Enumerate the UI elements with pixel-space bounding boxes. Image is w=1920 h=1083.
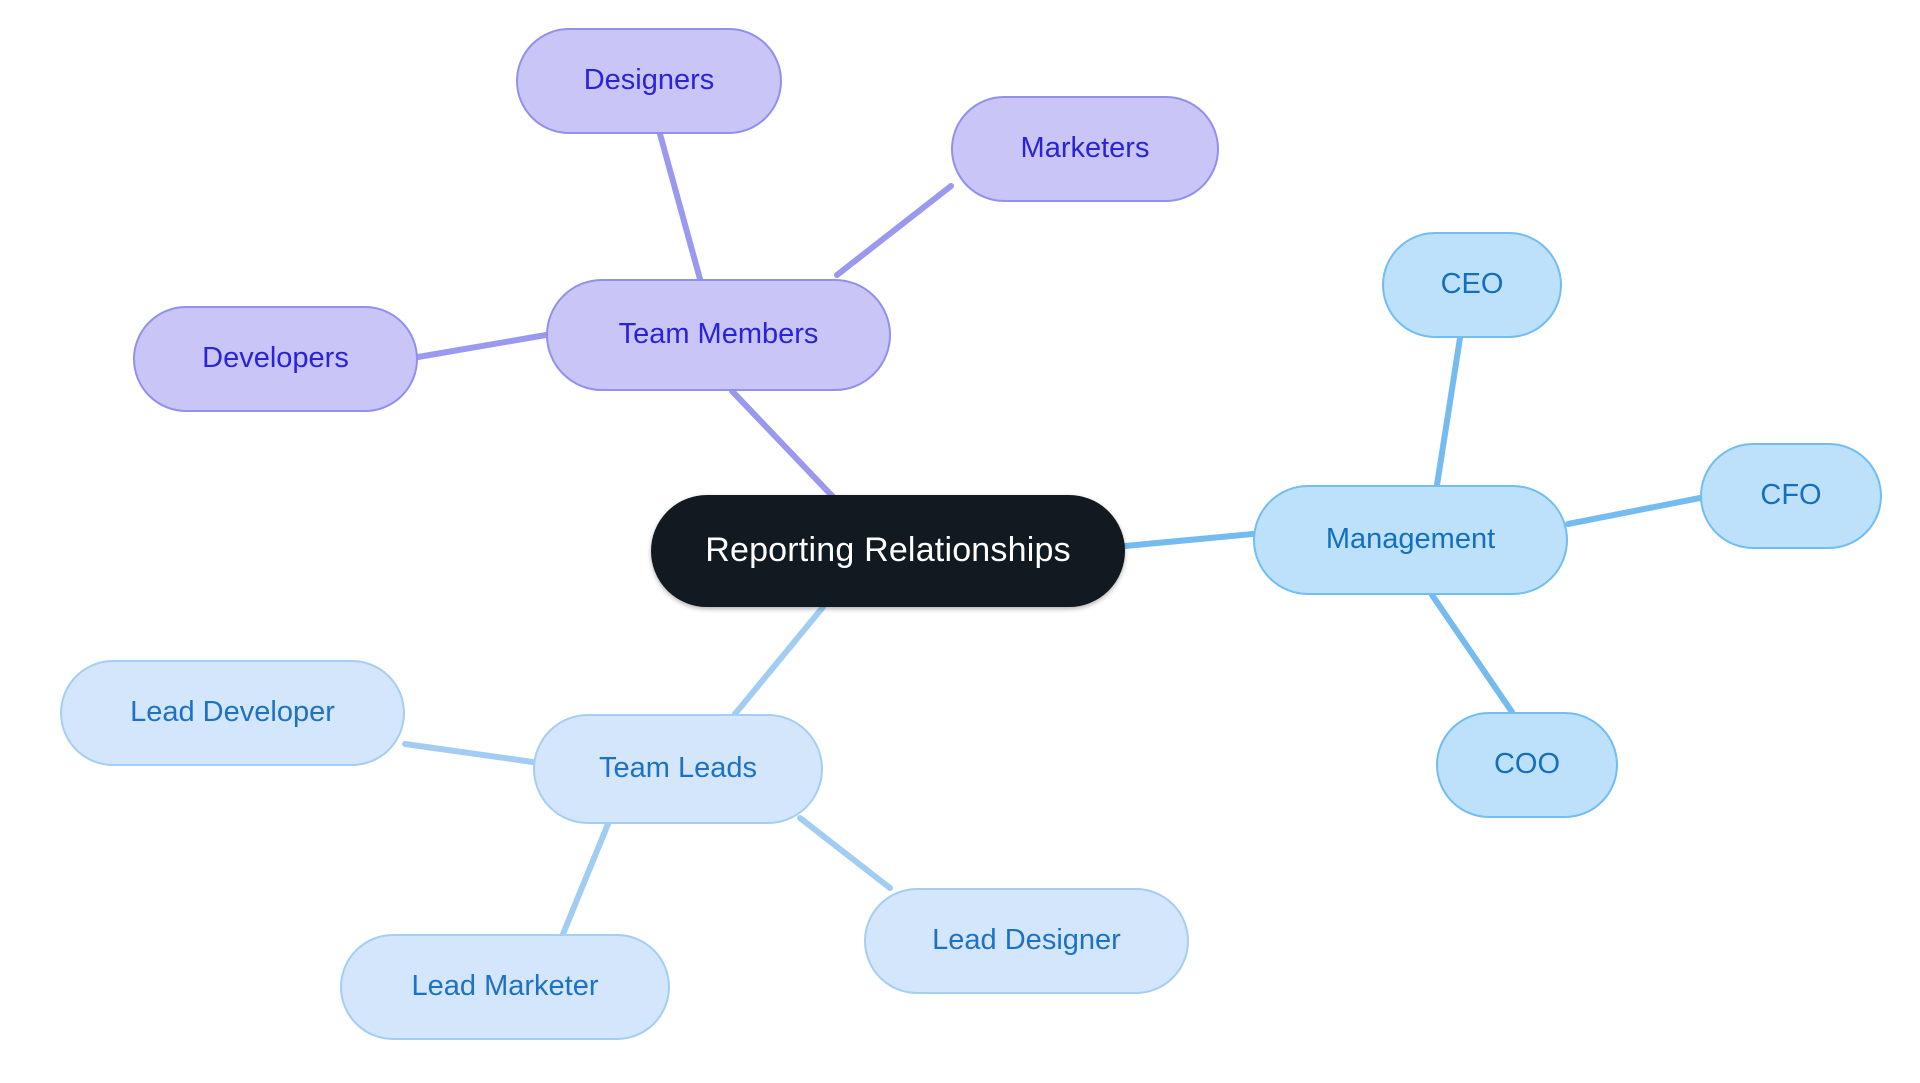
mindmap-node-developers[interactable]: Developers — [133, 306, 418, 412]
edge-root-to-team-members — [729, 388, 839, 503]
mindmap-node-root[interactable]: Reporting Relationships — [651, 495, 1125, 607]
edge-root-to-team-leads — [732, 604, 826, 717]
edge-team-members-to-designers — [657, 131, 703, 282]
mindmap-node-label-developers: Developers — [202, 342, 349, 375]
edge-team-leads-to-lead-designer — [797, 815, 893, 891]
mindmap-node-label-marketers: Marketers — [1020, 132, 1150, 165]
edge-root-to-management — [1122, 531, 1256, 549]
mindmap-node-coo[interactable]: COO — [1436, 712, 1618, 818]
mindmap-node-lead-designer[interactable]: Lead Designer — [864, 888, 1189, 994]
mindmap-node-lead-developer[interactable]: Lead Developer — [60, 660, 405, 766]
mindmap-node-label-cfo: CFO — [1760, 479, 1822, 512]
mindmap-node-ceo[interactable]: CEO — [1382, 232, 1562, 338]
edge-team-leads-to-lead-marketer — [560, 821, 611, 937]
edge-management-to-coo — [1429, 592, 1515, 715]
mindmap-node-label-ceo: CEO — [1440, 268, 1504, 301]
edge-team-leads-to-lead-developer — [402, 741, 536, 765]
mindmap-node-management[interactable]: Management — [1253, 485, 1568, 595]
mindmap-node-label-coo: COO — [1493, 748, 1561, 781]
mindmap-node-label-lead-developer: Lead Developer — [130, 696, 335, 729]
mindmap-node-label-root: Reporting Relationships — [705, 531, 1071, 570]
mindmap-node-team-leads[interactable]: Team Leads — [533, 714, 823, 824]
mindmap-node-label-team-leads: Team Leads — [599, 752, 757, 785]
mindmap-node-label-lead-designer: Lead Designer — [932, 924, 1121, 957]
mindmap-node-label-designers: Designers — [583, 64, 715, 97]
edge-team-members-to-developers — [415, 332, 549, 360]
mindmap-node-lead-marketer[interactable]: Lead Marketer — [340, 934, 670, 1040]
mindmap-node-label-team-members: Team Members — [618, 318, 819, 351]
mindmap-node-cfo[interactable]: CFO — [1700, 443, 1882, 549]
edge-team-members-to-marketers — [834, 183, 954, 278]
mindmap-node-label-lead-marketer: Lead Marketer — [411, 970, 599, 1003]
mindmap-node-team-members[interactable]: Team Members — [546, 279, 891, 391]
mindmap-node-label-management: Management — [1325, 523, 1496, 556]
edge-management-to-ceo — [1434, 335, 1463, 488]
mindmap-node-marketers[interactable]: Marketers — [951, 96, 1219, 202]
edge-management-to-cfo — [1565, 495, 1703, 527]
mindmap-node-designers[interactable]: Designers — [516, 28, 782, 134]
